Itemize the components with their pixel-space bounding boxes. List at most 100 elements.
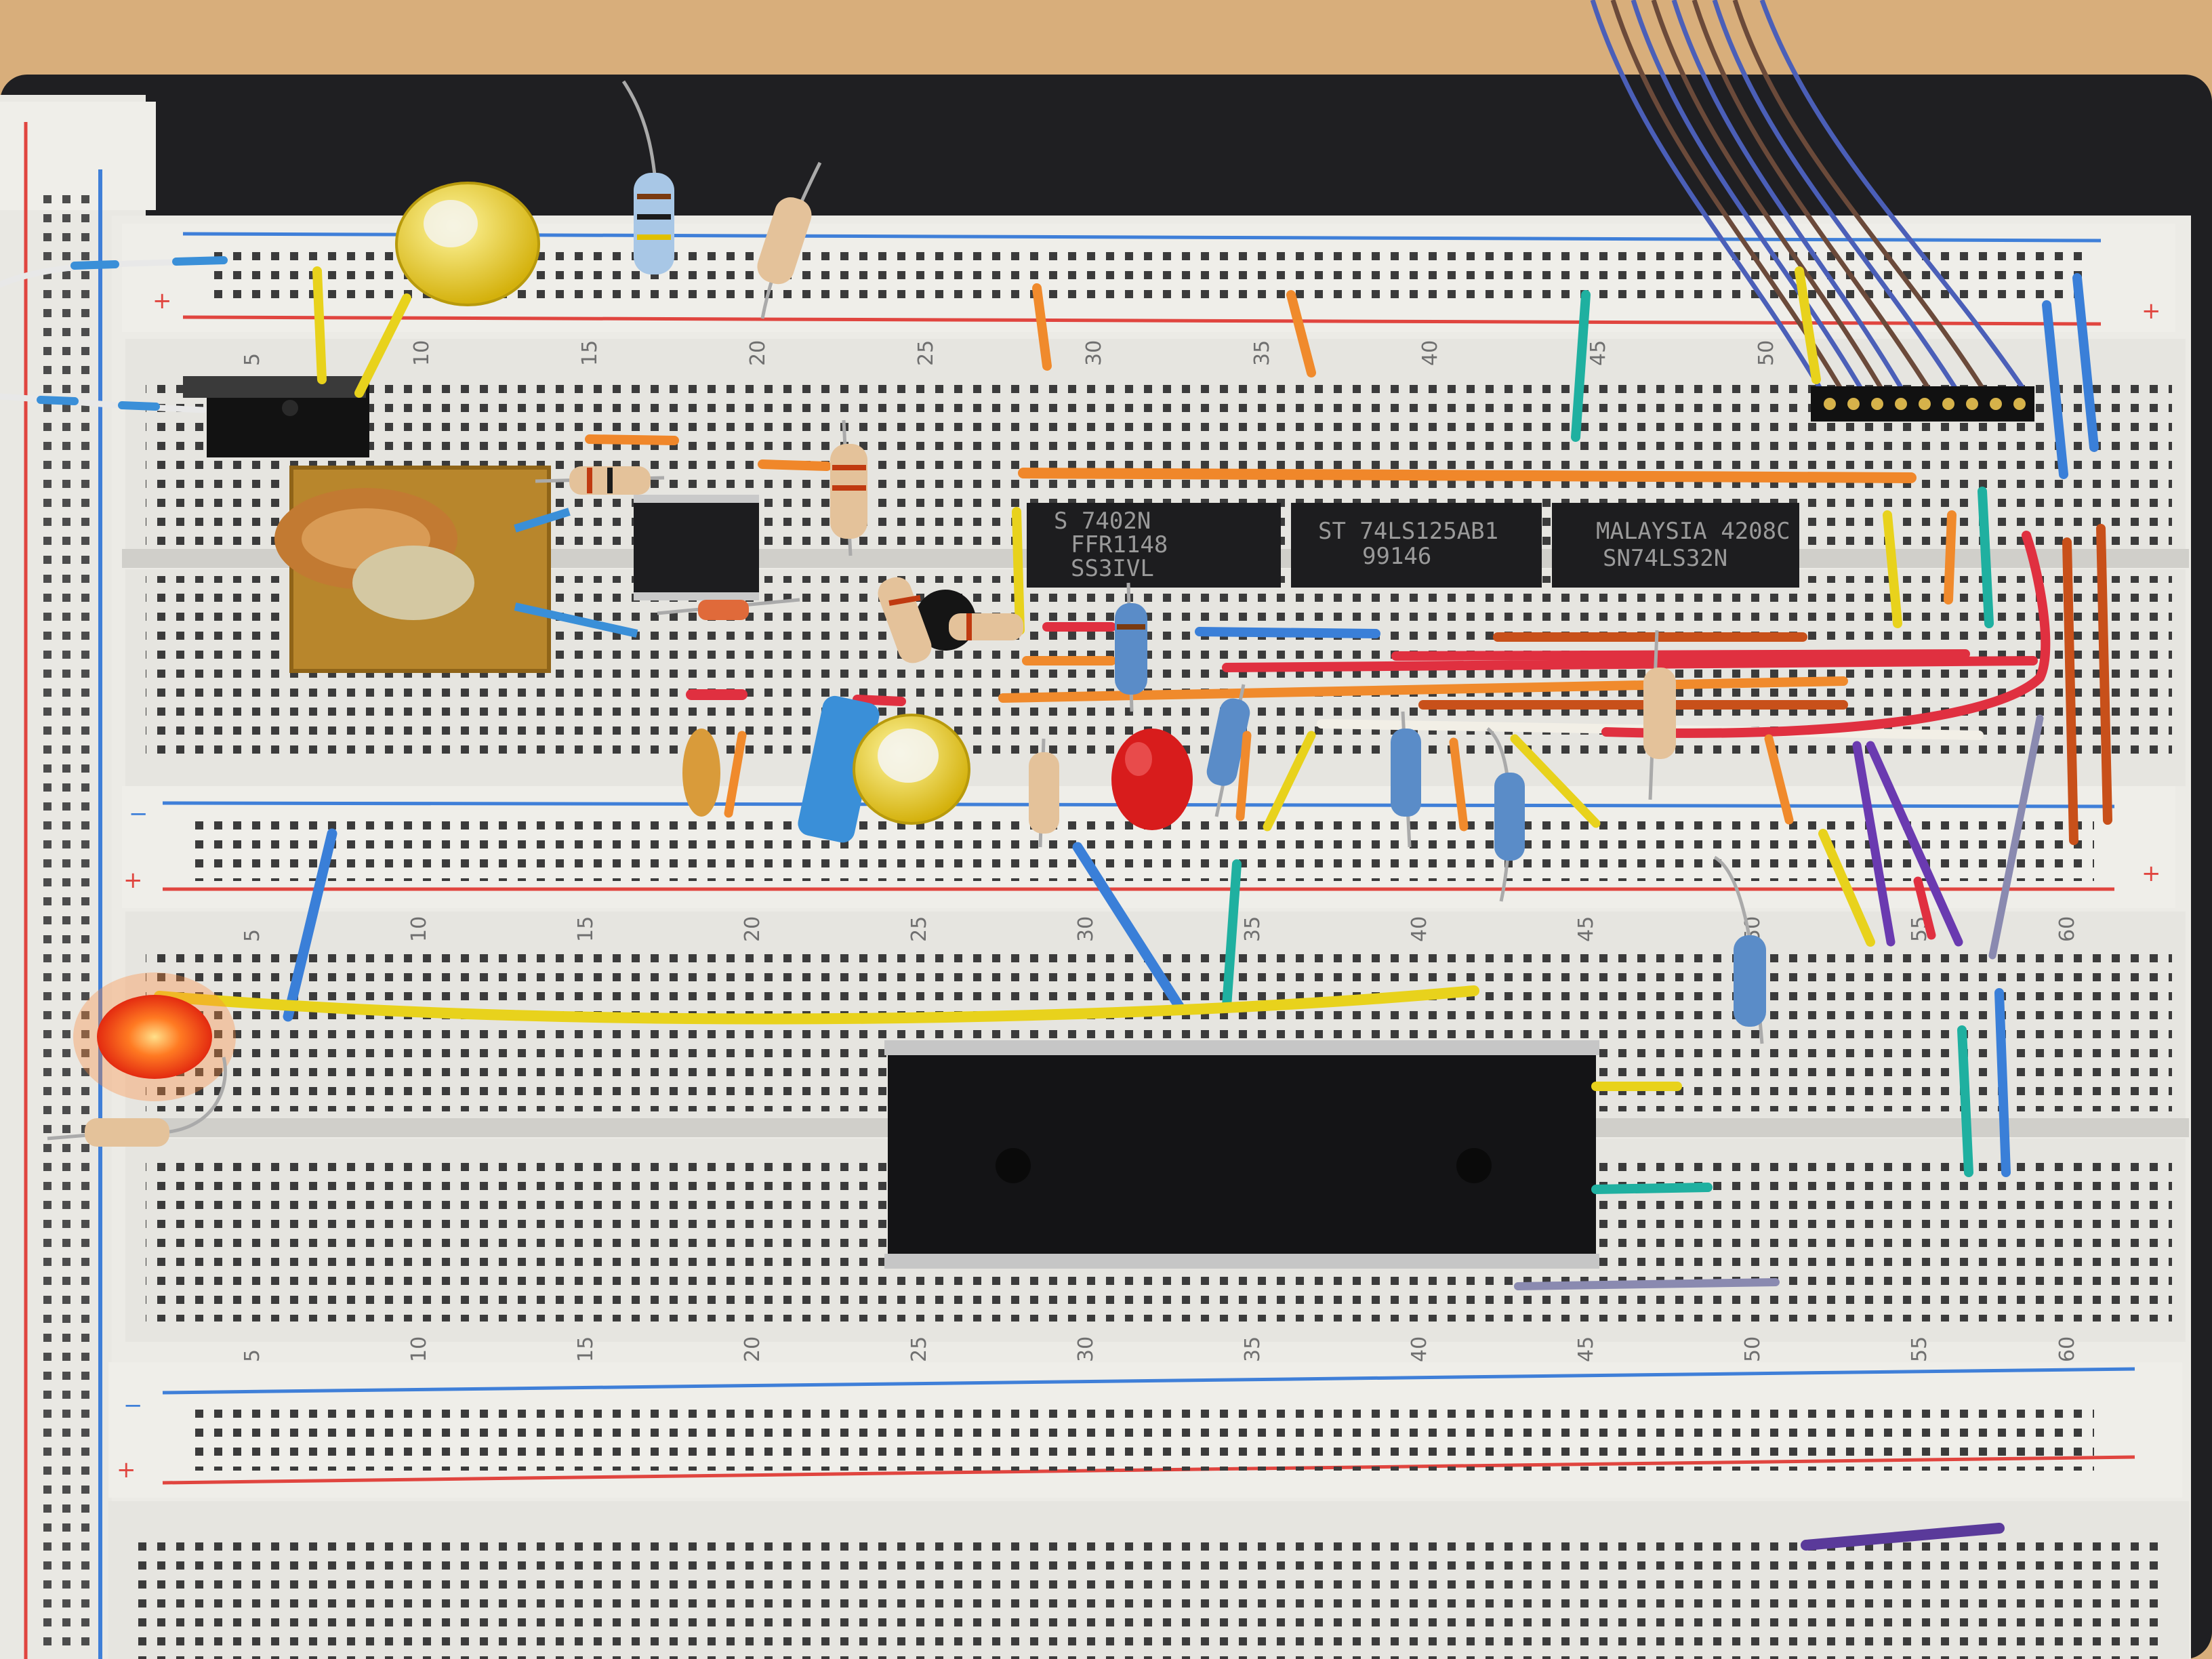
terminal-area-bottom — [108, 1501, 2189, 1659]
resistor — [1643, 630, 1676, 800]
chip-label-line: SS3IVL — [1071, 555, 1154, 582]
column-number: 45 — [1586, 340, 1610, 366]
jumper-wire-blue — [1994, 988, 2011, 1177]
column-number: 10 — [407, 1336, 431, 1362]
jumper-wire-purple — [1866, 741, 1963, 947]
column-number: 45 — [1574, 916, 1598, 942]
column-number: 20 — [741, 916, 764, 942]
column-number: 35 — [1250, 340, 1274, 366]
column-number: 15 — [574, 916, 598, 942]
column-number: 20 — [746, 340, 770, 366]
column-numbers-top: 5 10 15 20 25 30 35 40 45 50 — [241, 340, 1778, 366]
column-number: 45 — [1574, 1336, 1598, 1362]
left-input-wires — [0, 256, 228, 413]
resistor — [1391, 711, 1421, 848]
jumper-wire-teal — [1591, 1183, 1713, 1194]
resistor — [621, 80, 674, 274]
jumper-wire-yellow-long — [154, 985, 1479, 1025]
column-number: 25 — [907, 1336, 931, 1362]
jumper-wire-teal — [1957, 1025, 1973, 1177]
column-number: 40 — [1418, 340, 1442, 366]
rail-plus-sign: + — [2142, 860, 2161, 887]
rail-plus-sign: + — [2142, 298, 2161, 325]
resistor — [878, 577, 932, 663]
rail-plus-sign: + — [117, 1456, 136, 1483]
resistor — [47, 1057, 227, 1147]
ic-7402: S 7402N FFR1148 SS3IVL — [1027, 503, 1281, 588]
column-number: 10 — [410, 340, 434, 366]
chip-label-line: S 7402N — [1054, 508, 1151, 535]
pin-header-pins — [1824, 398, 2026, 410]
dip8-chip — [634, 495, 759, 600]
bottom-power-rail — [108, 1362, 2182, 1498]
chip-label-line: FFR1148 — [1071, 531, 1168, 558]
jumper-wire-gray — [1988, 714, 2044, 960]
column-number: 15 — [574, 1336, 598, 1362]
rail-minus-sign: − — [129, 800, 148, 827]
jumper-wire-orange — [585, 434, 679, 445]
left-power-strip — [0, 95, 156, 1659]
jumper-wire-teal — [1222, 859, 1242, 1011]
rail-plus-sign: + — [152, 287, 172, 314]
resistor — [1115, 582, 1147, 712]
electrolytic-capacitor-small — [853, 714, 970, 825]
jumper-wire-red — [853, 695, 906, 706]
chip-label-line: SN74LS32N — [1603, 545, 1727, 572]
ic-74ls125: ST 74LS125AB1 99146 — [1291, 503, 1542, 588]
red-led — [1111, 729, 1193, 830]
resistor — [1486, 727, 1525, 902]
jumper-wire-blue — [1072, 842, 1185, 1012]
column-number: 55 — [1908, 1336, 1931, 1362]
jumper-wire-teal — [1571, 290, 1591, 442]
column-number: 50 — [1755, 340, 1778, 366]
chip-label-line: ST 74LS125AB1 — [1318, 518, 1498, 545]
resistor — [535, 466, 665, 495]
column-number: 5 — [241, 1349, 264, 1362]
column-number: 5 — [241, 353, 264, 366]
column-number: 25 — [907, 916, 931, 942]
column-number: 25 — [914, 340, 938, 366]
jumper-wire-yellow — [1795, 266, 1821, 384]
column-number: 40 — [1408, 1336, 1431, 1362]
jumper-wire-gray — [1514, 1278, 1780, 1290]
column-number: 60 — [2055, 1336, 2079, 1362]
column-number: 5 — [241, 929, 264, 942]
column-number: 50 — [1741, 1336, 1765, 1362]
jumper-wire-purple — [1801, 1523, 2005, 1551]
column-number: 60 — [2055, 916, 2079, 942]
jumper-wire-purple — [1852, 741, 1896, 947]
column-number: 30 — [1074, 1336, 1098, 1362]
inductor-module — [274, 466, 638, 673]
jumper-wire-yellow — [1818, 829, 1875, 947]
jumper-wire-orange — [1235, 731, 1252, 821]
column-number: 35 — [1241, 916, 1265, 942]
jumper-wire-yellow — [1263, 731, 1316, 832]
resistor — [830, 419, 867, 556]
diode — [657, 598, 800, 620]
jumper-wire-yellow — [1012, 507, 1025, 635]
jumper-wire-orange-long — [1018, 468, 1917, 483]
jumper-wire-blue — [283, 828, 337, 1022]
jumper-wire-orange — [1449, 737, 1469, 832]
rail-plus-sign: + — [123, 867, 143, 894]
resistor — [757, 161, 822, 319]
jumper-wire-blue — [2042, 300, 2068, 479]
film-capacitor — [798, 695, 880, 843]
jumper-wire-orange — [758, 459, 832, 471]
chip-label-line: 99146 — [1362, 543, 1431, 570]
resistor — [1206, 684, 1250, 817]
rail-minus-sign: − — [123, 1392, 143, 1419]
dip40-microcontroller — [884, 1040, 1599, 1269]
jumper-wire-orange — [1286, 290, 1316, 377]
column-numbers-bottom: 5 10 15 20 25 30 35 40 45 50 55 60 — [241, 1336, 2079, 1362]
lit-led — [73, 972, 236, 1101]
jumper-wire-orange — [1032, 283, 1052, 371]
jumper-wire-yellow — [354, 293, 411, 398]
jumper-wire-yellow — [312, 266, 327, 384]
electrolytic-capacitor-top — [395, 182, 540, 306]
red-wire-bundle — [998, 487, 2112, 845]
jumper-wire-yellow — [1510, 734, 1601, 828]
column-number: 40 — [1408, 916, 1431, 942]
ribbon-cable — [1590, 0, 2028, 394]
